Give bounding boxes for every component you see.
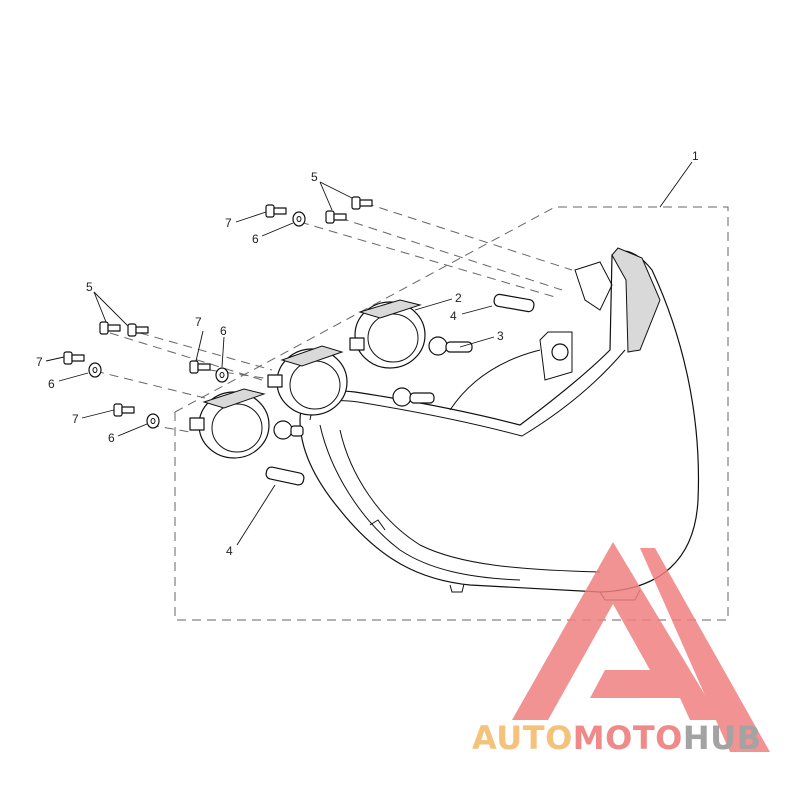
callout-4-upper: 4 [450,309,457,323]
watermark-hub: HUB [682,719,762,757]
watermark-moto: MOTO [572,719,683,757]
watermark-auto: AUTO [472,719,573,757]
callout-5-top: 5 [311,170,318,184]
screw-7-lower [113,403,135,417]
callout-6-mid: 6 [220,324,227,338]
watermark-text: AUTOMOTOHUB [472,716,792,760]
screw-7-top [265,204,287,218]
dust-cover-upper [349,299,426,369]
callout-1: 1 [692,149,699,163]
washer-6-top [292,211,306,227]
washer-6-left [88,362,102,378]
callout-6-lower: 6 [108,431,115,445]
callout-2: 2 [455,291,462,305]
callout-7-lower: 7 [72,412,79,426]
callout-7-mid: 7 [195,315,202,329]
watermark-logo-icon [512,542,770,752]
callout-labels: 1 2 3 4 4 5 5 6 6 6 6 7 7 7 7 [36,149,699,558]
dust-cover-middle [267,345,348,416]
headlight-housing [299,247,700,601]
headlight-bulb-middle [392,387,435,407]
leader-lines [45,161,693,546]
assembly-boundary [174,206,729,621]
washer-6-lower [146,413,160,429]
callout-5-left: 5 [86,280,93,294]
callout-3: 3 [497,329,504,343]
sidelight-bulb-upper [493,293,535,313]
screw-5-top-b [325,210,347,224]
callout-7-top: 7 [225,216,232,230]
sidelight-bulb-lower [265,466,305,486]
callout-7-left: 7 [36,355,43,369]
screw-5-top-a [351,196,373,210]
headlight-bulb-lower [273,420,304,440]
callout-4-lower: 4 [226,544,233,558]
headlight-bulb-upper [428,336,473,356]
screw-5-left-b [127,323,149,337]
screw-7-left [63,351,85,365]
dust-cover-lower [189,388,270,459]
callout-6-top: 6 [252,232,259,246]
callout-6-left: 6 [48,377,55,391]
washer-6-mid [215,367,229,383]
screw-7-mid [189,360,211,374]
screw-5-left-a [99,321,121,335]
